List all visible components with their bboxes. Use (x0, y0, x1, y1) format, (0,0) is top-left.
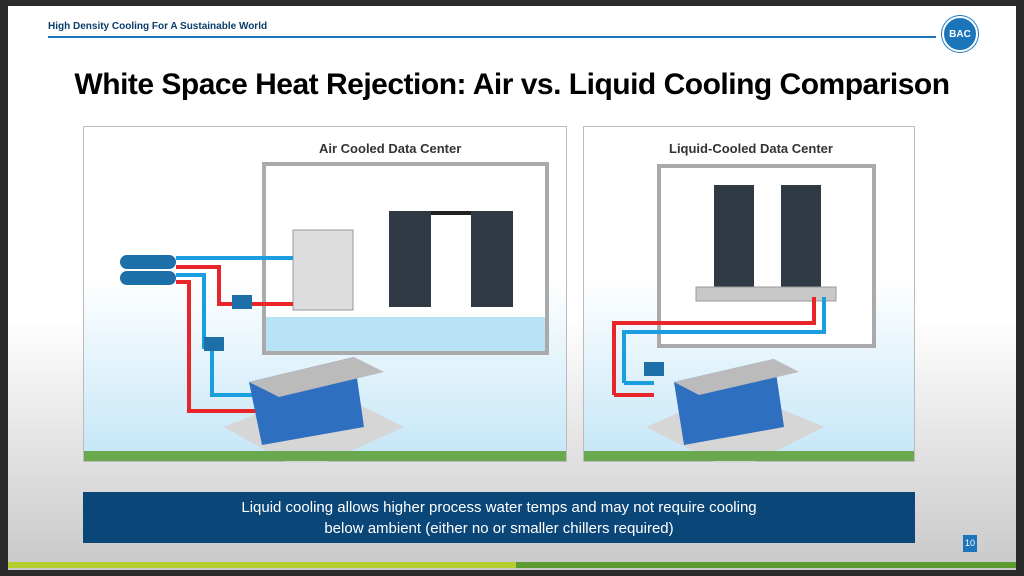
air-cooled-title: Air Cooled Data Center (319, 141, 462, 156)
raised-floor-plenum (266, 317, 545, 351)
liquid-cooled-panel: Liquid-Cooled Data Center (583, 126, 915, 463)
ground (584, 451, 914, 461)
slide: High Density Cooling For A Sustainable W… (8, 6, 1016, 570)
building (657, 164, 876, 348)
manifold-platform (695, 286, 837, 302)
air-cooled-panel: Air Cooled Data Center (83, 126, 567, 463)
server-rack (389, 211, 431, 307)
banner-line-2: below ambient (either no or smaller chil… (324, 520, 674, 537)
bac-logo: BAC (942, 16, 978, 52)
pump (232, 295, 252, 309)
server-rack (781, 185, 821, 295)
liquid-cooled-diagram (612, 164, 876, 463)
header-tagline: High Density Cooling For A Sustainable W… (48, 21, 268, 32)
chiller-tank (120, 271, 176, 285)
footer-bar-lime (8, 562, 516, 568)
air-cooled-diagram (120, 162, 549, 463)
server-rack (714, 185, 754, 295)
server-rack (471, 211, 513, 307)
header-divider (48, 36, 936, 38)
crah-unit (292, 229, 354, 311)
pump (644, 362, 664, 376)
liquid-cooled-title: Liquid-Cooled Data Center (669, 141, 833, 156)
pump (204, 337, 224, 351)
summary-banner: Liquid cooling allows higher process wat… (83, 492, 915, 543)
slide-title: White Space Heat Rejection: Air vs. Liqu… (74, 68, 950, 101)
banner-line-1: Liquid cooling allows higher process wat… (241, 499, 757, 516)
page-number: 10 (963, 535, 977, 552)
chiller-tank (120, 255, 176, 269)
logo-text: BAC (949, 28, 971, 40)
footer-bar-green (516, 562, 1016, 568)
ground (84, 451, 566, 461)
